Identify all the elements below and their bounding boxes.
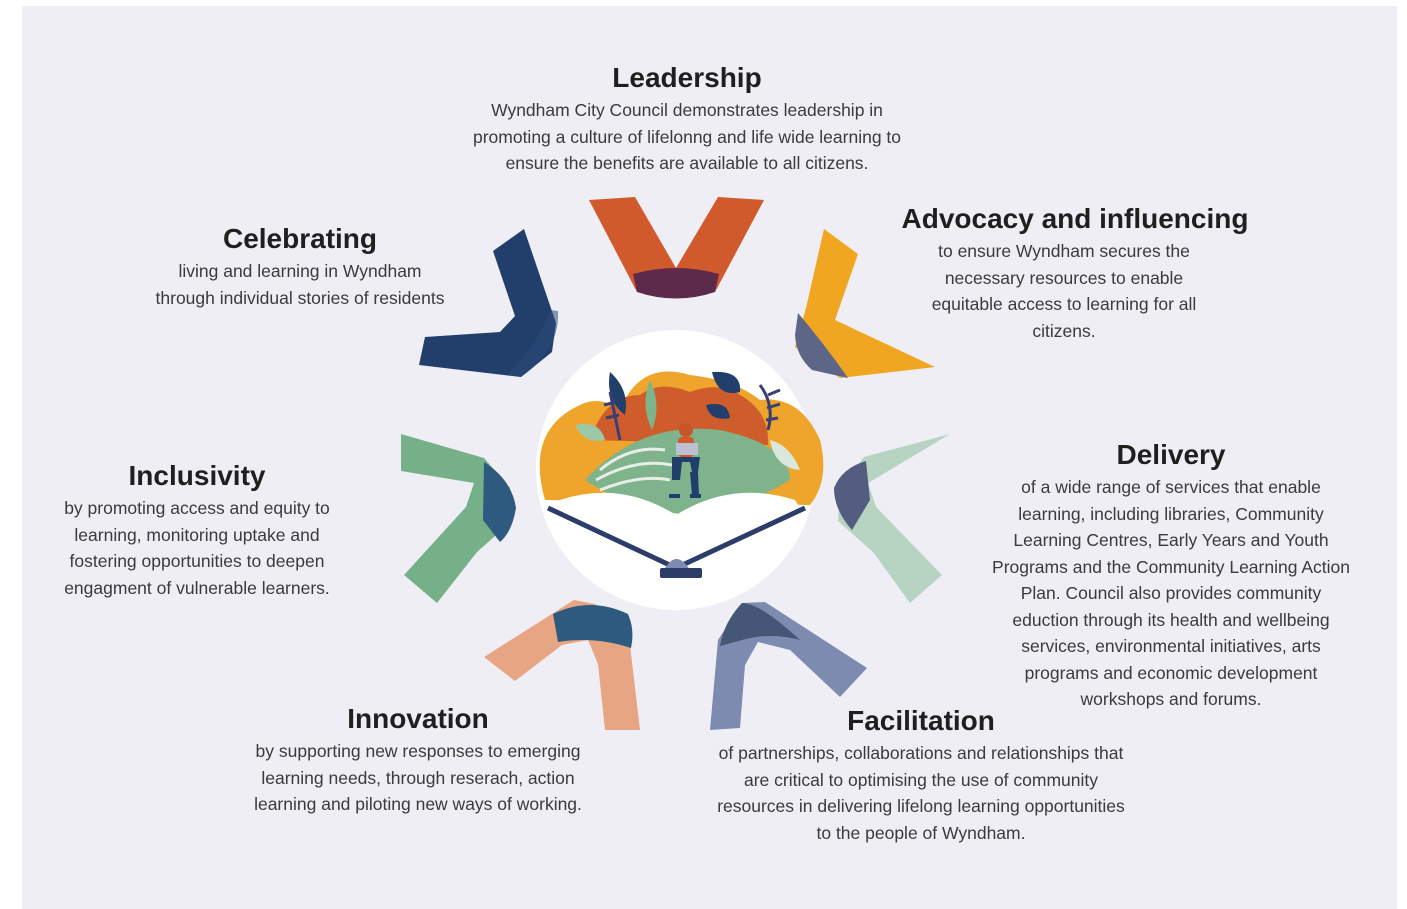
celebrating-chevron bbox=[419, 229, 559, 377]
inclusivity-section: Inclusivity by promoting access and equi… bbox=[38, 459, 356, 601]
delivery-text-line: Learning Centres, Early Years and Youth bbox=[1013, 530, 1329, 550]
facilitation-text-line: resources in delivering lifelong learnin… bbox=[717, 796, 1125, 816]
advocacy-text-line: citizens. bbox=[1032, 320, 1096, 341]
advocacy-text-line: necessary resources to enable bbox=[944, 267, 1184, 288]
open-book-icon bbox=[546, 505, 678, 571]
delivery-text-line: of a wide range of services that enable bbox=[1021, 477, 1321, 497]
delivery-title: Delivery bbox=[1116, 439, 1226, 470]
advocacy-text-line: to ensure Wyndham secures the bbox=[938, 241, 1190, 261]
facilitation-text-line: of partnerships, collaborations and rela… bbox=[718, 743, 1124, 763]
leadership-text-line: Wyndham City Council demonstrates leader… bbox=[491, 100, 883, 120]
leadership-section: Leadership Wyndham City Council demonstr… bbox=[433, 61, 941, 177]
advocacy-text-line: equitable access to learning for all bbox=[931, 294, 1197, 314]
inclusivity-text-line: learning, monitoring uptake and bbox=[74, 524, 320, 545]
leaves-icon bbox=[609, 372, 626, 415]
delivery-text-line: Plan. Council also provides community bbox=[1020, 583, 1322, 603]
leadership-text-line: ensure the benefits are available to all… bbox=[505, 153, 869, 173]
inclusivity-text-line: by promoting access and equity to bbox=[64, 498, 330, 518]
person-with-laptop-icon bbox=[669, 423, 701, 498]
delivery-text-line: services, environmental initiatives, art… bbox=[1021, 636, 1321, 656]
celebrating-text-line: through individual stories of residents bbox=[155, 287, 445, 308]
delivery-text-line: learning, including libraries, Community bbox=[1018, 503, 1324, 524]
facilitation-chevron bbox=[710, 602, 867, 730]
innovation-text-line: learning and piloting new ways of workin… bbox=[254, 794, 582, 814]
celebrating-text-line: living and learning in Wyndham bbox=[178, 261, 422, 281]
inclusivity-chevron bbox=[401, 434, 516, 603]
facilitation-section: Facilitation of partnerships, collaborat… bbox=[682, 704, 1160, 846]
innovation-title: Innovation bbox=[347, 703, 489, 734]
advocacy-chevron bbox=[795, 229, 935, 378]
celebrating-title: Celebrating bbox=[222, 223, 378, 254]
inclusivity-title: Inclusivity bbox=[128, 460, 266, 491]
advocacy-title: Advocacy and influencing bbox=[901, 203, 1249, 234]
delivery-text-line: workshops and forums. bbox=[1080, 689, 1262, 709]
facilitation-text-line: are critical to optimising the use of co… bbox=[743, 769, 1099, 790]
facilitation-title: Facilitation bbox=[847, 705, 995, 736]
delivery-chevron bbox=[834, 434, 950, 603]
leadership-chevron bbox=[589, 197, 764, 299]
center-illustration bbox=[536, 330, 824, 610]
innovation-text-line: learning needs, through reserach, action bbox=[261, 767, 575, 788]
leadership-title: Leadership bbox=[612, 62, 762, 93]
delivery-section: Delivery of a wide range of services tha… bbox=[962, 438, 1380, 713]
innovation-section: Innovation by supporting new responses t… bbox=[222, 702, 614, 818]
delivery-text-line: eduction through its health and wellbein… bbox=[1012, 609, 1330, 630]
celebrating-section: Celebrating living and learning in Wyndh… bbox=[126, 222, 474, 311]
leadership-text-line: promoting a culture of lifelonng and lif… bbox=[472, 126, 902, 147]
advocacy-section: Advocacy and influencing to ensure Wyndh… bbox=[893, 202, 1257, 344]
delivery-text-line: Programs and the Community Learning Acti… bbox=[992, 556, 1350, 577]
facilitation-text-line: to the people of Wyndham. bbox=[816, 822, 1026, 843]
inclusivity-text-line: fostering opportunities to deepen bbox=[69, 551, 325, 571]
sun-blob bbox=[590, 386, 769, 445]
delivery-text-line: programs and economic development bbox=[1024, 662, 1318, 683]
innovation-chevron bbox=[484, 600, 640, 730]
inclusivity-text-line: engagment of vulnerable learners. bbox=[64, 577, 330, 598]
innovation-text-line: by supporting new responses to emerging bbox=[255, 741, 581, 761]
